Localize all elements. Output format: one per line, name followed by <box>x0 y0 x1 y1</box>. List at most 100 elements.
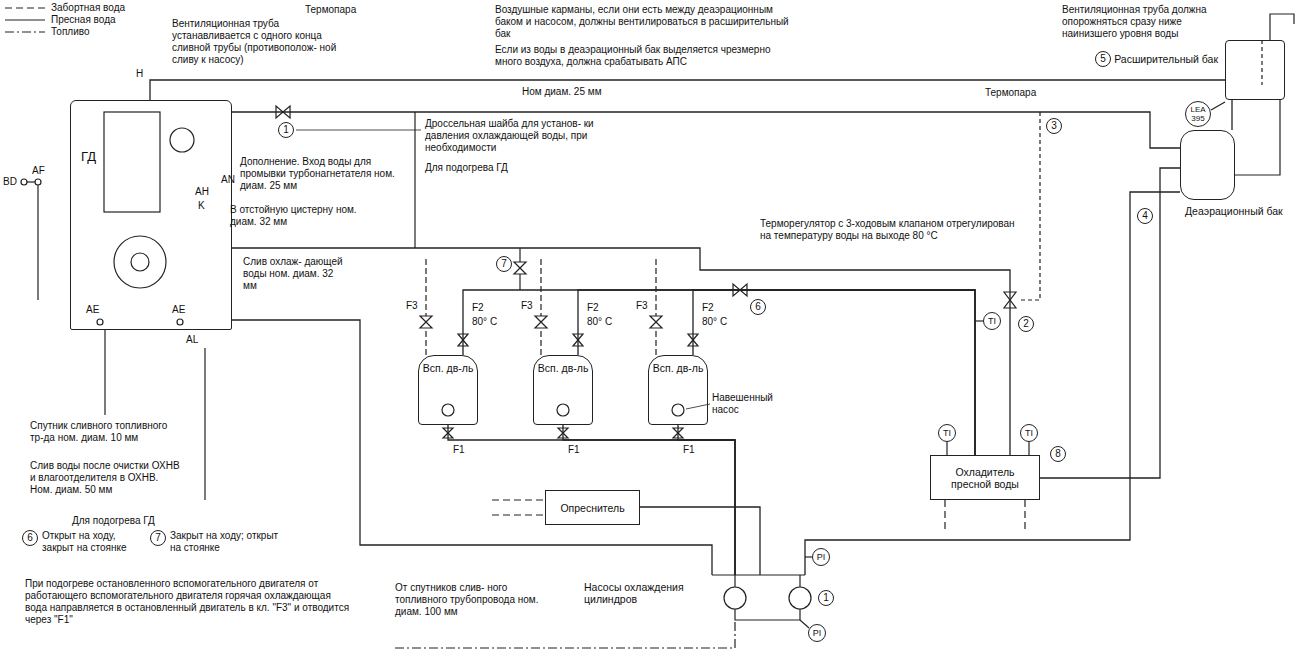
sea-water-pipe <box>492 514 545 515</box>
pipe-connector <box>232 248 1010 455</box>
auxiliary-engine: Всп. дв-ль <box>418 355 478 425</box>
gauge-stem <box>946 442 947 455</box>
attached-pump <box>672 404 684 416</box>
pipe-connector <box>463 290 975 455</box>
note-text: 80° C <box>472 316 497 328</box>
note-text: Термопара <box>305 4 356 16</box>
note-text: BD <box>3 176 17 188</box>
node-text: Охладитель пресной воды <box>935 466 1035 490</box>
note-text: H <box>136 68 143 80</box>
turbocharger <box>170 128 194 152</box>
pipe-connector <box>678 425 735 575</box>
legend-item: Пресная вода <box>5 14 116 26</box>
note-text: Дроссельная шайба для установ- ки давлен… <box>425 118 625 154</box>
note-text: F1 <box>683 444 695 456</box>
node-text: Всп. дв-ль <box>538 362 589 374</box>
legend-line <box>5 7 45 8</box>
main-engine: ГД <box>70 100 232 330</box>
gauge-symbol: TI <box>1020 424 1038 442</box>
gauge-symbol: PI <box>812 548 830 566</box>
pipework-group <box>21 14 1294 648</box>
note-text: Дополнение. Вход воды для промывки турбо… <box>240 156 405 192</box>
pipe <box>540 258 541 355</box>
note-text: F1 <box>453 444 465 456</box>
pipe-connector <box>578 290 975 455</box>
callout-number: 5 <box>1095 51 1111 67</box>
note-text: AE <box>172 304 185 316</box>
fuel-pipe <box>395 620 735 648</box>
callout-number: 7 <box>496 256 512 272</box>
pipe <box>734 575 735 587</box>
pipe-connector <box>563 425 735 575</box>
note-text: F2 <box>702 302 714 314</box>
attached-pump <box>557 404 569 416</box>
expansion-tank: Расширительный бак <box>1225 40 1285 100</box>
note-text: Слив воды после очистки ОХНВ и влагоотде… <box>30 460 180 496</box>
note-text: F3 <box>406 300 418 312</box>
gauge-symbol: TI <box>983 312 1001 330</box>
leader-line <box>686 404 710 409</box>
vent-pipe <box>1261 40 1262 85</box>
pump-manifold <box>712 574 805 575</box>
note-text: Для подогрева ГД <box>425 162 508 174</box>
legend-sample <box>5 15 45 25</box>
node-text: Всп. дв-ль <box>653 362 704 374</box>
note-text: AN <box>221 174 235 186</box>
legend-line <box>5 31 45 32</box>
connection-point <box>35 179 41 185</box>
pipe-connector <box>805 192 1180 575</box>
pipe <box>655 258 656 355</box>
fresh-water-generator: Опреснитель <box>545 490 640 525</box>
note-text: От спутников слив- ного топливного трубо… <box>395 582 555 618</box>
drain-pipe <box>104 330 105 415</box>
pump-symbol <box>789 587 811 609</box>
note-text: Вентиляционная труба устанавливается с о… <box>172 18 340 66</box>
pipe <box>425 258 426 355</box>
callout-number: 8 <box>1050 446 1066 462</box>
cylinder-block <box>104 112 160 212</box>
sea-water-pipe <box>1024 500 1025 532</box>
pipe <box>27 181 35 182</box>
callout-number: 1 <box>278 122 294 138</box>
legend-item: Забортная вода <box>5 2 125 14</box>
note-text: Термопара <box>985 87 1036 99</box>
note-text: F2 <box>587 302 599 314</box>
deaeration-tank: Деаэрационный бак <box>1180 130 1235 200</box>
note-text: Терморегулятор с 3-ходовым клапаном отре… <box>760 218 1015 242</box>
gauge-stem <box>1028 442 1029 455</box>
valve-symbol <box>514 262 526 274</box>
pipe <box>799 575 800 587</box>
alarm-sensor: LEA 395 <box>1185 101 1211 127</box>
note-text: Открыт на ходу, закрыт на стоянке <box>42 530 137 554</box>
note-text: Для подогрева ГД <box>72 515 155 527</box>
node-text: Деаэрационный бак <box>1185 205 1283 217</box>
pipe-connector <box>448 425 735 575</box>
note-text: При подогреве остановленного вспомогател… <box>25 578 350 626</box>
connection-point <box>177 319 183 325</box>
note-text: Закрыт на ходу; открыт на стоянке <box>170 530 282 554</box>
note-text: Вентиляционная труба должна опорожняться… <box>1062 4 1220 40</box>
pipe-connector <box>640 507 760 575</box>
callout-number: 6 <box>750 299 766 315</box>
callout-number: 4 <box>1137 208 1153 224</box>
connection-point <box>21 179 27 185</box>
note-text: AE <box>86 304 99 316</box>
signal-line <box>1018 112 1040 300</box>
note-text: AH <box>195 186 209 198</box>
auxiliary-engine: Всп. дв-ль <box>533 355 593 425</box>
pipe-connector <box>693 290 975 455</box>
heating-pipe <box>414 112 415 248</box>
note-text: K <box>198 200 205 212</box>
crankcase <box>114 236 166 288</box>
note-text: 80° C <box>702 316 727 328</box>
pipe-connector <box>232 112 1180 148</box>
sensor-stem <box>1211 102 1225 110</box>
note-text: AF <box>32 165 45 177</box>
legend-sample <box>5 3 45 13</box>
node-text: Всп. дв-ль <box>423 362 474 374</box>
pump-symbol <box>724 587 746 609</box>
drain-pipe <box>204 348 205 500</box>
node-text: ГД <box>81 151 241 163</box>
callout-number: 7 <box>150 530 166 546</box>
note-text: F2 <box>472 302 484 314</box>
